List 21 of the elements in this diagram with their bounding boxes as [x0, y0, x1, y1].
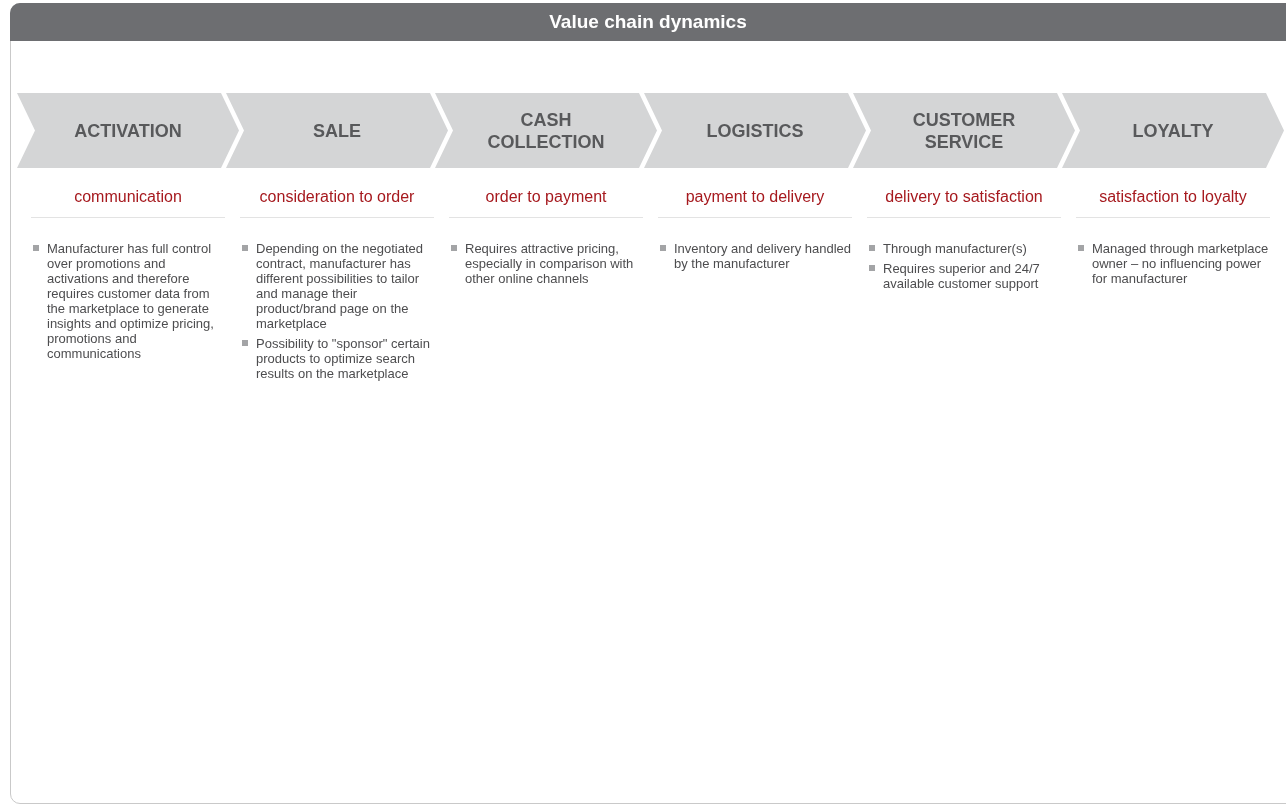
stage-heading: LOGISTICS: [705, 119, 805, 142]
stage-subtitle: consideration to order: [240, 185, 434, 218]
bullet-text: Manufacturer has full control over promotions and activations and therefore requires customer data from the marketplace to generate insights and optimize pricing, promotions and communications: [47, 241, 215, 361]
bullet-text: Requires attractive pricing, especially in comparison with other online channels: [465, 241, 635, 286]
bullet-text: Possibility to "sponsor" certain products to optimize search results on the marketplace: [256, 336, 431, 381]
bullet-text: Through manufacturer(s): [883, 241, 1027, 256]
bullet-text: Depending on the negotiated contract, manufacturer has different possibilities to tailor and manage their product/brand page on the marketplace: [256, 241, 424, 331]
bullet-text: Managed through marketplace owner – no influencing power for manufacturer: [1092, 241, 1270, 286]
stage-heading: CASH COLLECTION: [486, 108, 606, 153]
stage-heading: ACTIVATION: [73, 119, 183, 142]
stage-subtitle: satisfaction to loyalty: [1076, 185, 1270, 218]
stage-subtitle: order to payment: [449, 185, 643, 218]
stage-subtitle: payment to delivery: [658, 185, 852, 218]
stage-heading: SALE: [312, 119, 362, 142]
stage-heading: CUSTOMER SERVICE: [911, 108, 1017, 153]
stage-heading: LOYALTY: [1131, 119, 1215, 142]
bullet-text: Inventory and delivery handled by the manufacturer: [674, 241, 852, 271]
bullet-text: Requires superior and 24/7 available customer support: [883, 261, 1041, 291]
stage-subtitle: communication: [31, 185, 225, 218]
stage-subtitle: delivery to satisfaction: [867, 185, 1061, 218]
title-bar: Value chain dynamics: [10, 3, 1286, 41]
